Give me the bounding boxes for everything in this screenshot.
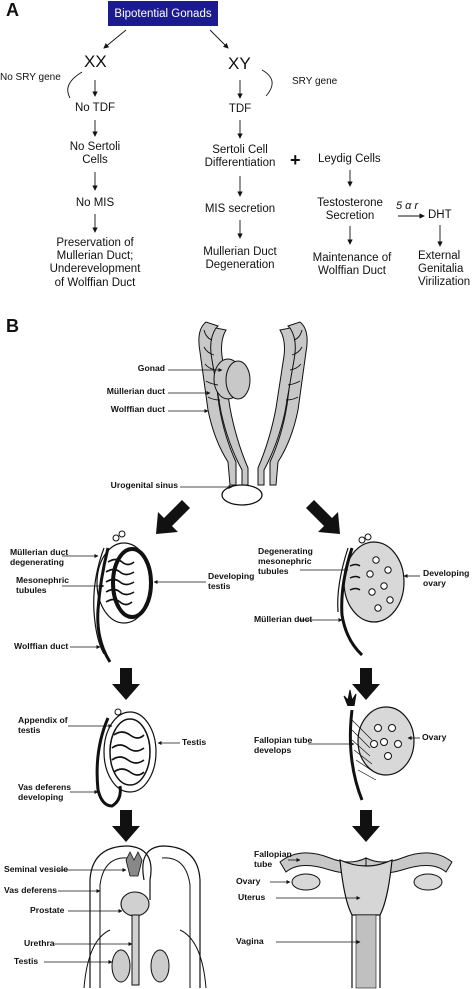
label-testis-stage3: Testis [14,956,39,966]
mis-secretion: MIS secretion [204,203,276,215]
label-mullerian-degenerating: Müllerian duct degenerating [10,547,69,567]
female-stage-3 [279,852,453,989]
no-tdf: No TDF [74,102,116,114]
label-developing-ovary: Developing ovary [423,568,470,588]
label-degenerating-mesonephric: Degenerating mesonephric tubules [258,546,313,576]
male-stage-2 [95,708,157,808]
sry-gene-label: SRY gene [292,76,338,87]
mesonephric-tubules-top [203,329,303,401]
label-vas-deferens-developing: Vas deferens developing [18,782,72,802]
label-prostate: Prostate [30,905,65,915]
female-stage-2 [343,689,415,801]
label-mullerian-duct-female: Müllerian duct [254,614,313,624]
stage-arrows [112,500,380,842]
leydig-cells: Leydig Cells [318,153,381,165]
label-testis-stage2: Testis [182,737,207,747]
label-vagina: Vagina [236,936,264,946]
label-mullerian-duct-top: Müllerian duct [106,386,165,396]
preservation-mullerian: Preservation of Mullerian Duct; Undereve… [49,237,141,289]
mullerian-duct-degeneration: Mullerian Duct Degeneration [203,246,277,272]
label-urogenital-sinus: Urogenital sinus [110,480,178,490]
label-fallopian-tube: Fallopian tube [254,849,292,869]
xx-karyotype: XX [84,52,107,71]
dht: DHT [428,209,452,221]
panel-b-label: B [6,316,19,336]
label-uterus: Uterus [238,892,266,902]
female-stage-1 [337,533,405,657]
5-alpha-reductase: 5 α r [396,200,419,212]
urogenital-sinus-shape [221,484,263,506]
male-stage-1 [93,530,153,663]
sertoli-cell-differentiation: Sertoli Cell Differentiation [204,144,276,170]
label-wolffian-duct-top: Wolffian duct [110,404,165,414]
label-ovary-stage3: Ovary [236,876,261,886]
no-sry-gene-label: No SRY gene [0,72,61,83]
label-gonad: Gonad [137,363,165,373]
label-ovary-stage2: Ovary [422,732,447,742]
indifferent-stage [198,321,308,486]
no-mis: No MIS [75,197,115,209]
label-vas-deferens: Vas deferens [4,885,58,895]
panel-a-label: A [6,0,19,20]
xy-karyotype: XY [228,54,251,73]
label-seminal-vesicle: Seminal vesicle [4,864,69,874]
bipotential-gonads-box: Bipotential Gonads [108,1,218,26]
no-sertoli-cells: No Sertoli Cells [69,141,121,167]
label-mesonephric-tubules: Mesonephric tubules [16,575,70,595]
label-urethra: Urethra [24,938,55,948]
label-fallopian-tube-develops: Fallopian tube develops [254,735,313,755]
panel-a-arrows [67,29,443,247]
label-appendix-of-testis: Appendix of testis [18,715,68,735]
external-genitalia: External Genitalia Virilization [418,250,471,289]
male-stage-3 [83,845,207,989]
label-wolffian-duct-male: Wolffian duct [14,641,69,651]
label-developing-testis: Developing testis [208,571,255,591]
maintenance-wolffian: Maintenance of Wolffian Duct [312,252,392,278]
tdf: TDF [228,103,252,115]
testosterone-secretion: Testosterone Secretion [317,197,383,223]
plus-sign: + [290,150,301,170]
